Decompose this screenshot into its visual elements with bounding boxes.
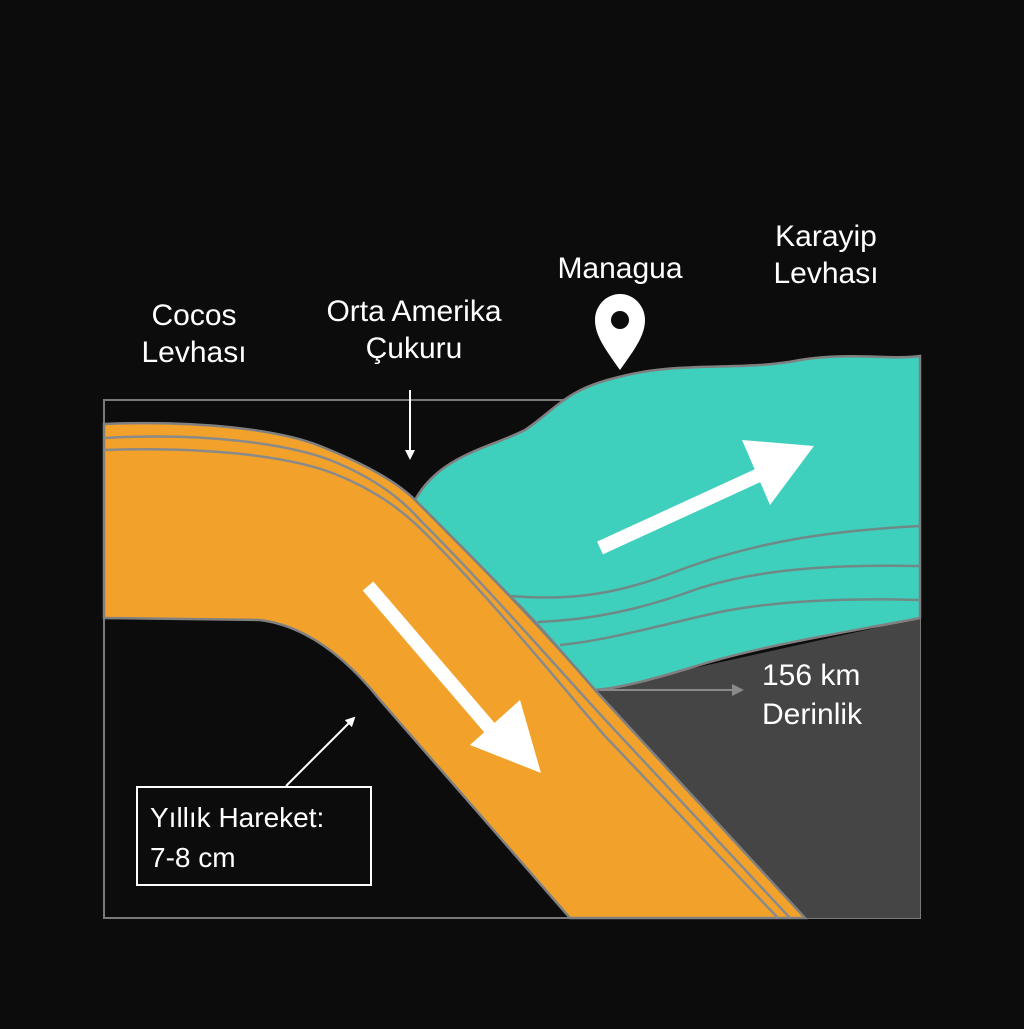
trench-label-line2: Çukuru: [366, 332, 463, 365]
motion-callout-arrow: [285, 716, 356, 787]
annual-motion-box: [136, 786, 372, 886]
annual-motion-title: Yıllık Hareket:: [150, 802, 324, 833]
subduction-motion-arrow: [362, 581, 541, 773]
caribbean-plate-label-line2: Levhası: [773, 257, 878, 290]
caribbean-motion-arrow: [597, 440, 814, 555]
cocos-plate-label-line1: Cocos: [151, 299, 236, 332]
cocos-plate-body: [102, 421, 808, 920]
depth-caption-label: Derinlik: [762, 698, 863, 731]
annual-motion-value: 7-8 cm: [150, 842, 236, 873]
city-label: Managua: [557, 252, 682, 285]
caribbean-layer-line: [559, 598, 921, 647]
caribbean-plate-label-line1: Karayip: [775, 220, 877, 253]
cocos-plate-label-line2: Levhası: [141, 336, 246, 369]
trench-label-line1: Orta Amerika: [326, 295, 501, 328]
caribbean-layer-line: [509, 524, 921, 599]
depth-value-label: 156 km: [762, 659, 860, 692]
cocos-layer-line: [103, 435, 791, 919]
mantle-wedge: [595, 618, 920, 918]
map-pin-icon: [595, 294, 645, 370]
caribbean-layer-line: [537, 564, 921, 624]
cocos-layer-line: [103, 447, 779, 919]
